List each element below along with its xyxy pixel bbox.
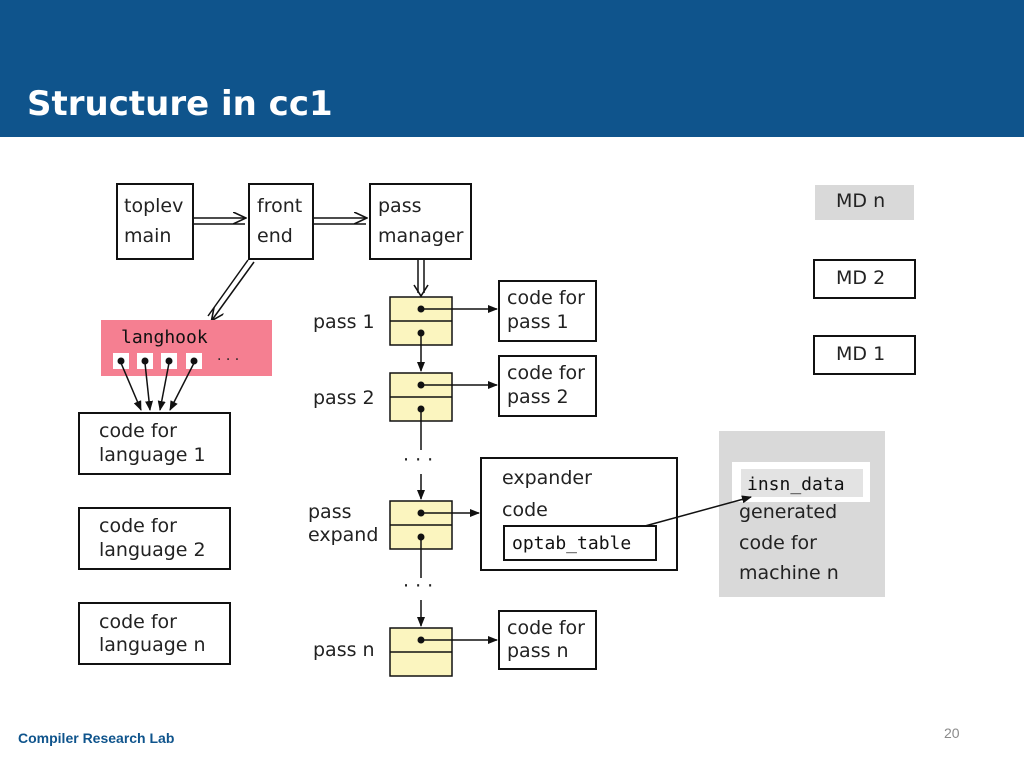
double-arrow-toplev-front xyxy=(194,218,245,225)
md-n-box: MD n xyxy=(815,185,914,220)
pass-code-arrows xyxy=(421,305,498,644)
front-end-box: front end xyxy=(248,183,314,260)
md-1-box: MD 1 xyxy=(813,335,916,375)
footer-lab-name: Compiler Research Lab xyxy=(18,730,175,746)
langhook-label: langhook xyxy=(121,327,208,348)
pass-n-label: pass n xyxy=(313,639,375,661)
code-pass-2-line2: pass 2 xyxy=(507,386,569,408)
pass-expand-cell xyxy=(389,500,453,550)
double-arrow-front-langhook xyxy=(207,259,255,320)
md-n-label: MD n xyxy=(836,190,885,212)
double-arrow-manager-pass1 xyxy=(413,260,429,298)
code-pass-1-line2: pass 1 xyxy=(507,311,569,333)
pass-n-cell xyxy=(389,627,453,677)
language-1-box: code for language 1 xyxy=(78,412,231,475)
machine-description-panel: insn_data generated code for machine n xyxy=(719,431,885,597)
pass-expand-label-line1: pass xyxy=(308,501,352,523)
code-pass-2-box: code for pass 2 xyxy=(498,355,597,417)
md-1-label: MD 1 xyxy=(836,343,885,365)
language-n-line2: language n xyxy=(99,634,206,656)
code-pass-1-box: code for pass 1 xyxy=(498,280,597,342)
optab-to-insn-arrow xyxy=(644,495,752,527)
page-number: 20 xyxy=(944,725,960,741)
language-n-box: code for language n xyxy=(78,602,231,665)
toplev-main-box: toplev main xyxy=(116,183,194,260)
md-text-line2: code for xyxy=(739,532,817,554)
language-1-line1: code for xyxy=(99,420,177,442)
langhook-ellipsis: · · · xyxy=(217,352,239,368)
slide-title: Structure in cc1 xyxy=(27,84,333,124)
double-arrow-front-pass xyxy=(314,218,366,225)
langhook-box: langhook · · · xyxy=(101,320,272,376)
pass-1-label: pass 1 xyxy=(313,311,375,333)
front-end-line1: front xyxy=(257,195,302,217)
title-bar xyxy=(0,0,1024,137)
md-text-line3: machine n xyxy=(739,562,839,584)
toplev-line2: main xyxy=(124,225,171,247)
vdots-lower: · · · xyxy=(403,575,433,597)
code-pass-1-line1: code for xyxy=(507,287,585,309)
code-pass-n-line1: code for xyxy=(507,617,585,639)
langhook-arrows xyxy=(120,362,195,411)
pass-expand-label-line2: expand xyxy=(308,524,378,546)
front-end-line2: end xyxy=(257,225,293,247)
code-pass-n-line2: pass n xyxy=(507,640,569,662)
md-text-line1: generated xyxy=(739,501,837,523)
insn-data-label: insn_data xyxy=(747,474,845,495)
expander-line2: code xyxy=(502,499,548,521)
pass-manager-box: pass manager xyxy=(369,183,472,260)
language-1-line2: language 1 xyxy=(99,444,206,466)
md-2-box: MD 2 xyxy=(813,259,916,299)
language-n-line1: code for xyxy=(99,611,177,633)
expander-code-box: expander code optab_table xyxy=(480,457,678,571)
language-2-box: code for language 2 xyxy=(78,507,231,570)
md-2-label: MD 2 xyxy=(836,267,885,289)
language-2-line1: code for xyxy=(99,515,177,537)
pass-manager-line2: manager xyxy=(378,225,464,247)
toplev-line1: toplev xyxy=(124,195,183,217)
code-pass-n-box: code for pass n xyxy=(498,610,597,670)
code-pass-2-line1: code for xyxy=(507,362,585,384)
pass-2-label: pass 2 xyxy=(313,387,375,409)
pass-manager-line1: pass xyxy=(378,195,422,217)
expander-line1: expander xyxy=(502,467,592,489)
vdots-upper: · · · xyxy=(403,449,433,471)
optab-table-label: optab_table xyxy=(512,533,631,554)
language-2-line2: language 2 xyxy=(99,539,206,561)
